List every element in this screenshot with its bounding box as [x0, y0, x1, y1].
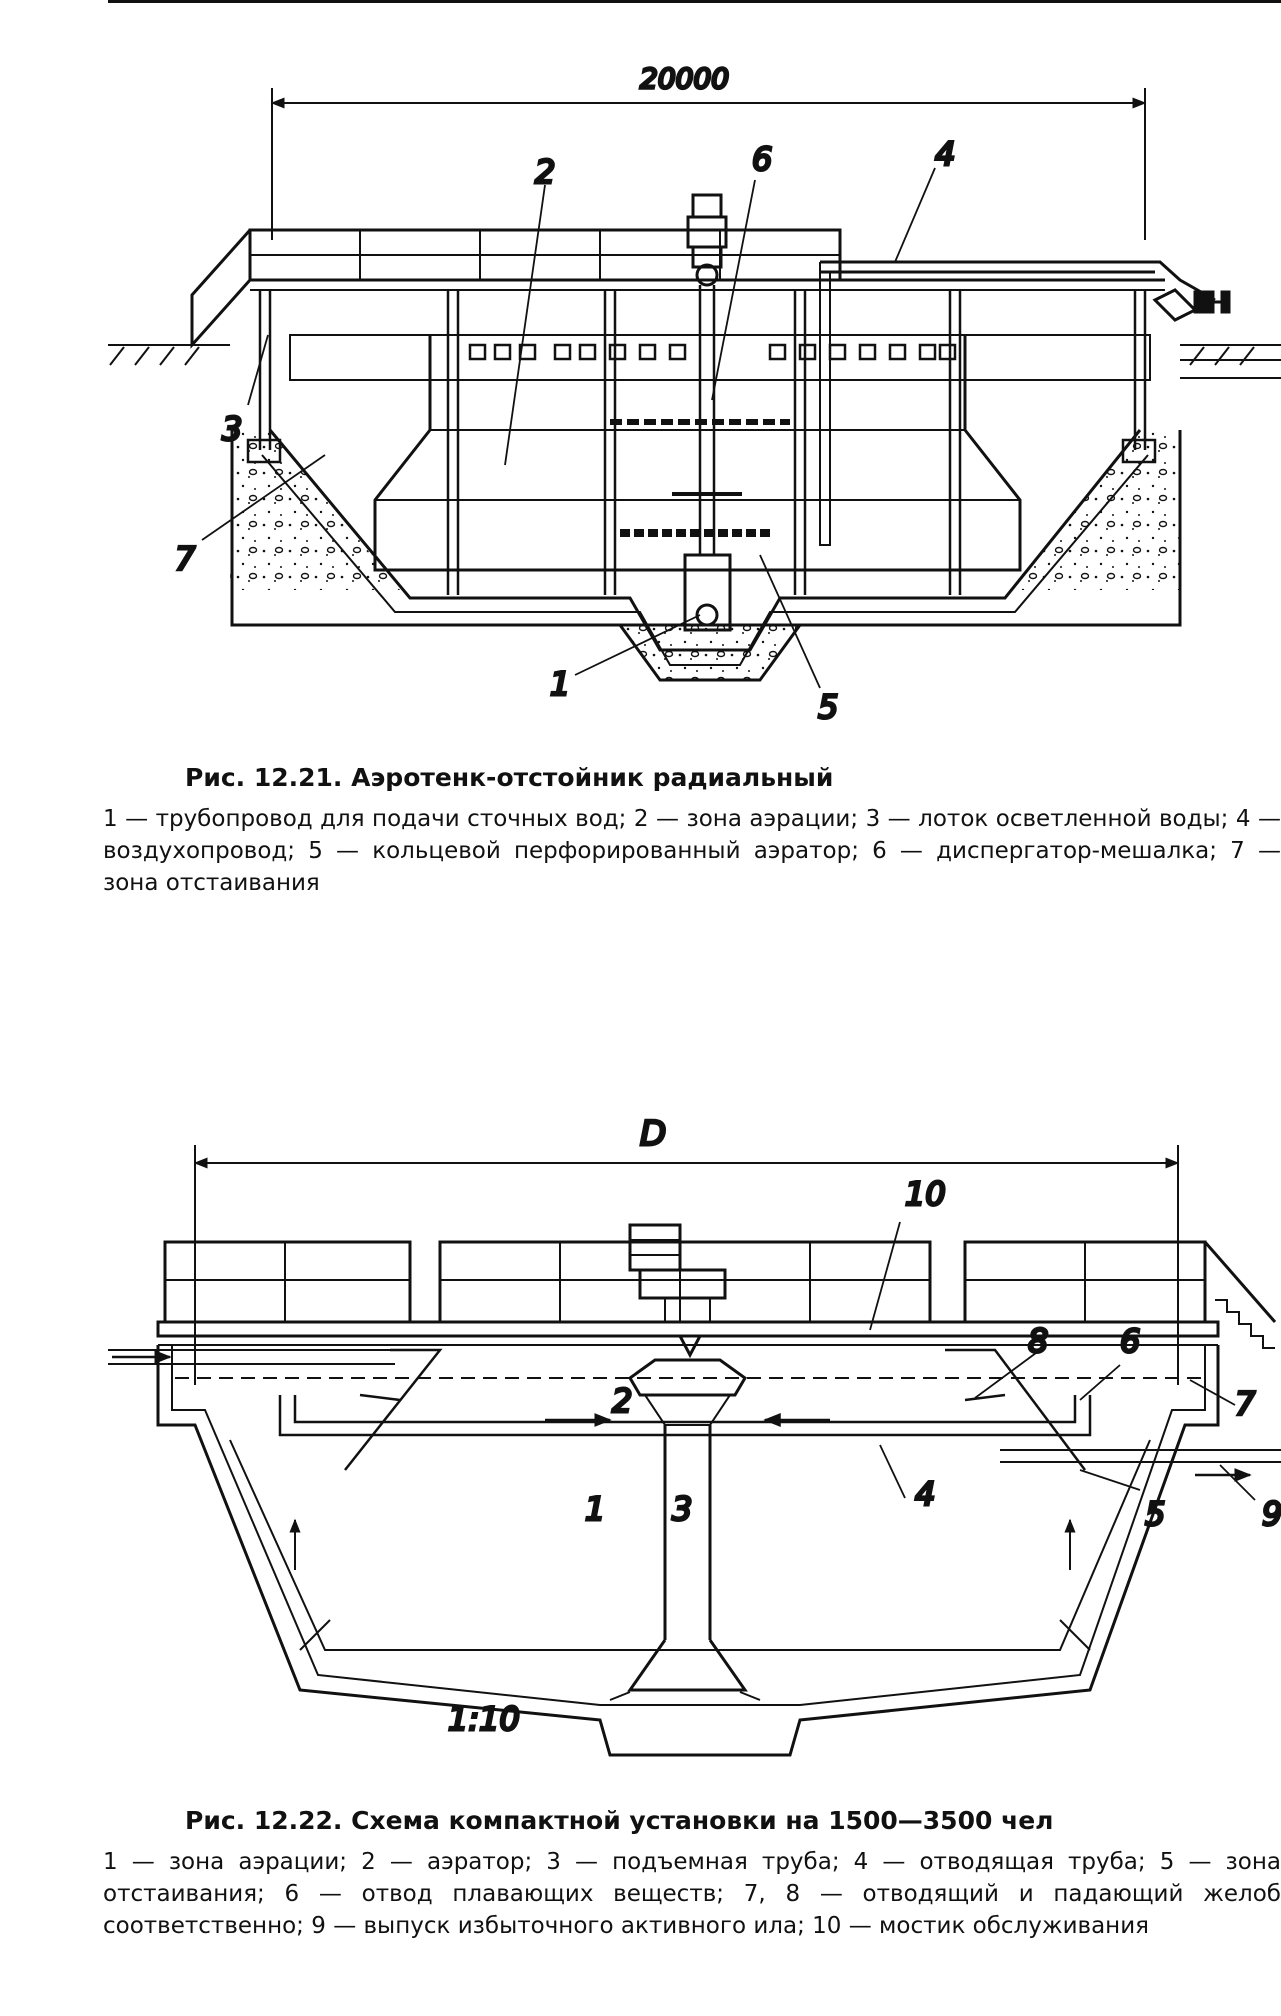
callout-2: 2	[612, 1382, 632, 1420]
dispersing-mixer	[672, 193, 742, 632]
discharge-pipe	[278, 1395, 1092, 1437]
bridge-deck	[156, 1320, 1220, 1346]
callout-6: 6	[1120, 1322, 1140, 1360]
outlet-pipe	[1180, 359, 1281, 379]
dimension-20000: 20000	[640, 62, 729, 95]
callout-leaders	[869, 1221, 1256, 1501]
callout-9: 9	[1262, 1495, 1281, 1533]
callout-3: 3	[672, 1490, 692, 1528]
inlet-pipe	[108, 1349, 400, 1365]
figure-12-22-drawing: D 10 8 6 7 2 4 5 9 1 3 1:10	[108, 1113, 1281, 1757]
tank-body	[156, 1345, 1220, 1757]
slope-label: 1:10	[448, 1700, 520, 1738]
callout-1: 1	[585, 1490, 605, 1528]
callout-5: 5	[818, 688, 838, 726]
sludge-outlet	[1000, 1449, 1281, 1482]
concrete-wall-right	[1010, 430, 1180, 590]
ground-line	[108, 344, 1281, 366]
service-bridge-railing	[163, 1240, 1277, 1349]
troughs	[344, 1348, 1086, 1471]
figure-12-22-legend: 1 — зона аэрации; 2 — аэратор; 3 — подъе…	[103, 1849, 1281, 1939]
callout-4: 4	[935, 135, 955, 173]
support-columns	[246, 290, 1157, 595]
figure-12-21-drawing: 20000 2 6 4 3 7 1 5	[108, 61, 1281, 728]
concrete-wall-left	[230, 430, 400, 590]
service-bridge	[190, 228, 1165, 349]
callout-6: 6	[752, 140, 772, 178]
central-sump	[618, 624, 802, 682]
callout-7: 7	[1235, 1385, 1256, 1423]
lift-pipe	[609, 1425, 761, 1701]
figure-12-21-caption-title: Рис. 12.21. Аэротенк-отстойник радиальны…	[185, 763, 834, 792]
callout-3: 3	[222, 410, 242, 448]
dimension-d: D	[640, 1114, 666, 1154]
callout-4: 4	[915, 1475, 935, 1513]
figure-12-22-caption-title: Рис. 12.22. Схема компактной установки н…	[185, 1806, 1054, 1835]
callout-8: 8	[1028, 1322, 1048, 1360]
callout-2: 2	[535, 153, 555, 191]
aerator-motor	[628, 1223, 747, 1426]
callout-7: 7	[175, 540, 196, 578]
top-rule	[108, 0, 1281, 3]
figure-12-21-legend: 1 — трубопровод для подачи сточных вод; …	[103, 806, 1281, 896]
callout-5: 5	[1145, 1495, 1165, 1533]
callout-10: 10	[905, 1175, 946, 1213]
callout-leaders	[201, 167, 936, 689]
air-pipe	[819, 260, 1231, 546]
dimension-line	[270, 88, 1147, 240]
callout-1: 1	[550, 665, 570, 703]
